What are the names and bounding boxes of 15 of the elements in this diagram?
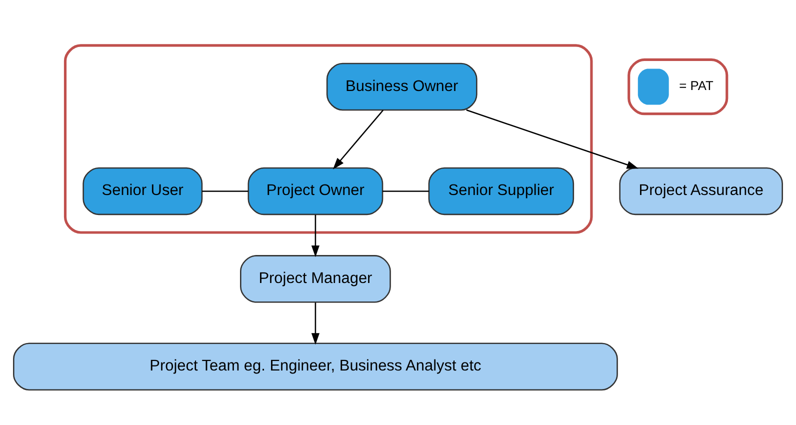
node-box: Project Team eg. Engineer, Business Analyst etc: [13, 342, 618, 390]
node-box: Project Manager: [240, 255, 391, 303]
connector: [382, 190, 429, 192]
node-box: Project Owner: [248, 167, 384, 216]
connector: [202, 190, 248, 192]
node-box: Business Owner: [326, 62, 478, 111]
arrow: [311, 302, 320, 345]
arrow: [311, 214, 320, 258]
legend-label: = PAT: [679, 78, 714, 93]
node-box: Project Assurance: [619, 167, 783, 216]
arrow: [332, 110, 384, 170]
node-box: Senior User: [82, 167, 203, 216]
node-box: Senior Supplier: [428, 167, 574, 216]
arrow: [466, 109, 638, 169]
cluster: [64, 44, 593, 234]
